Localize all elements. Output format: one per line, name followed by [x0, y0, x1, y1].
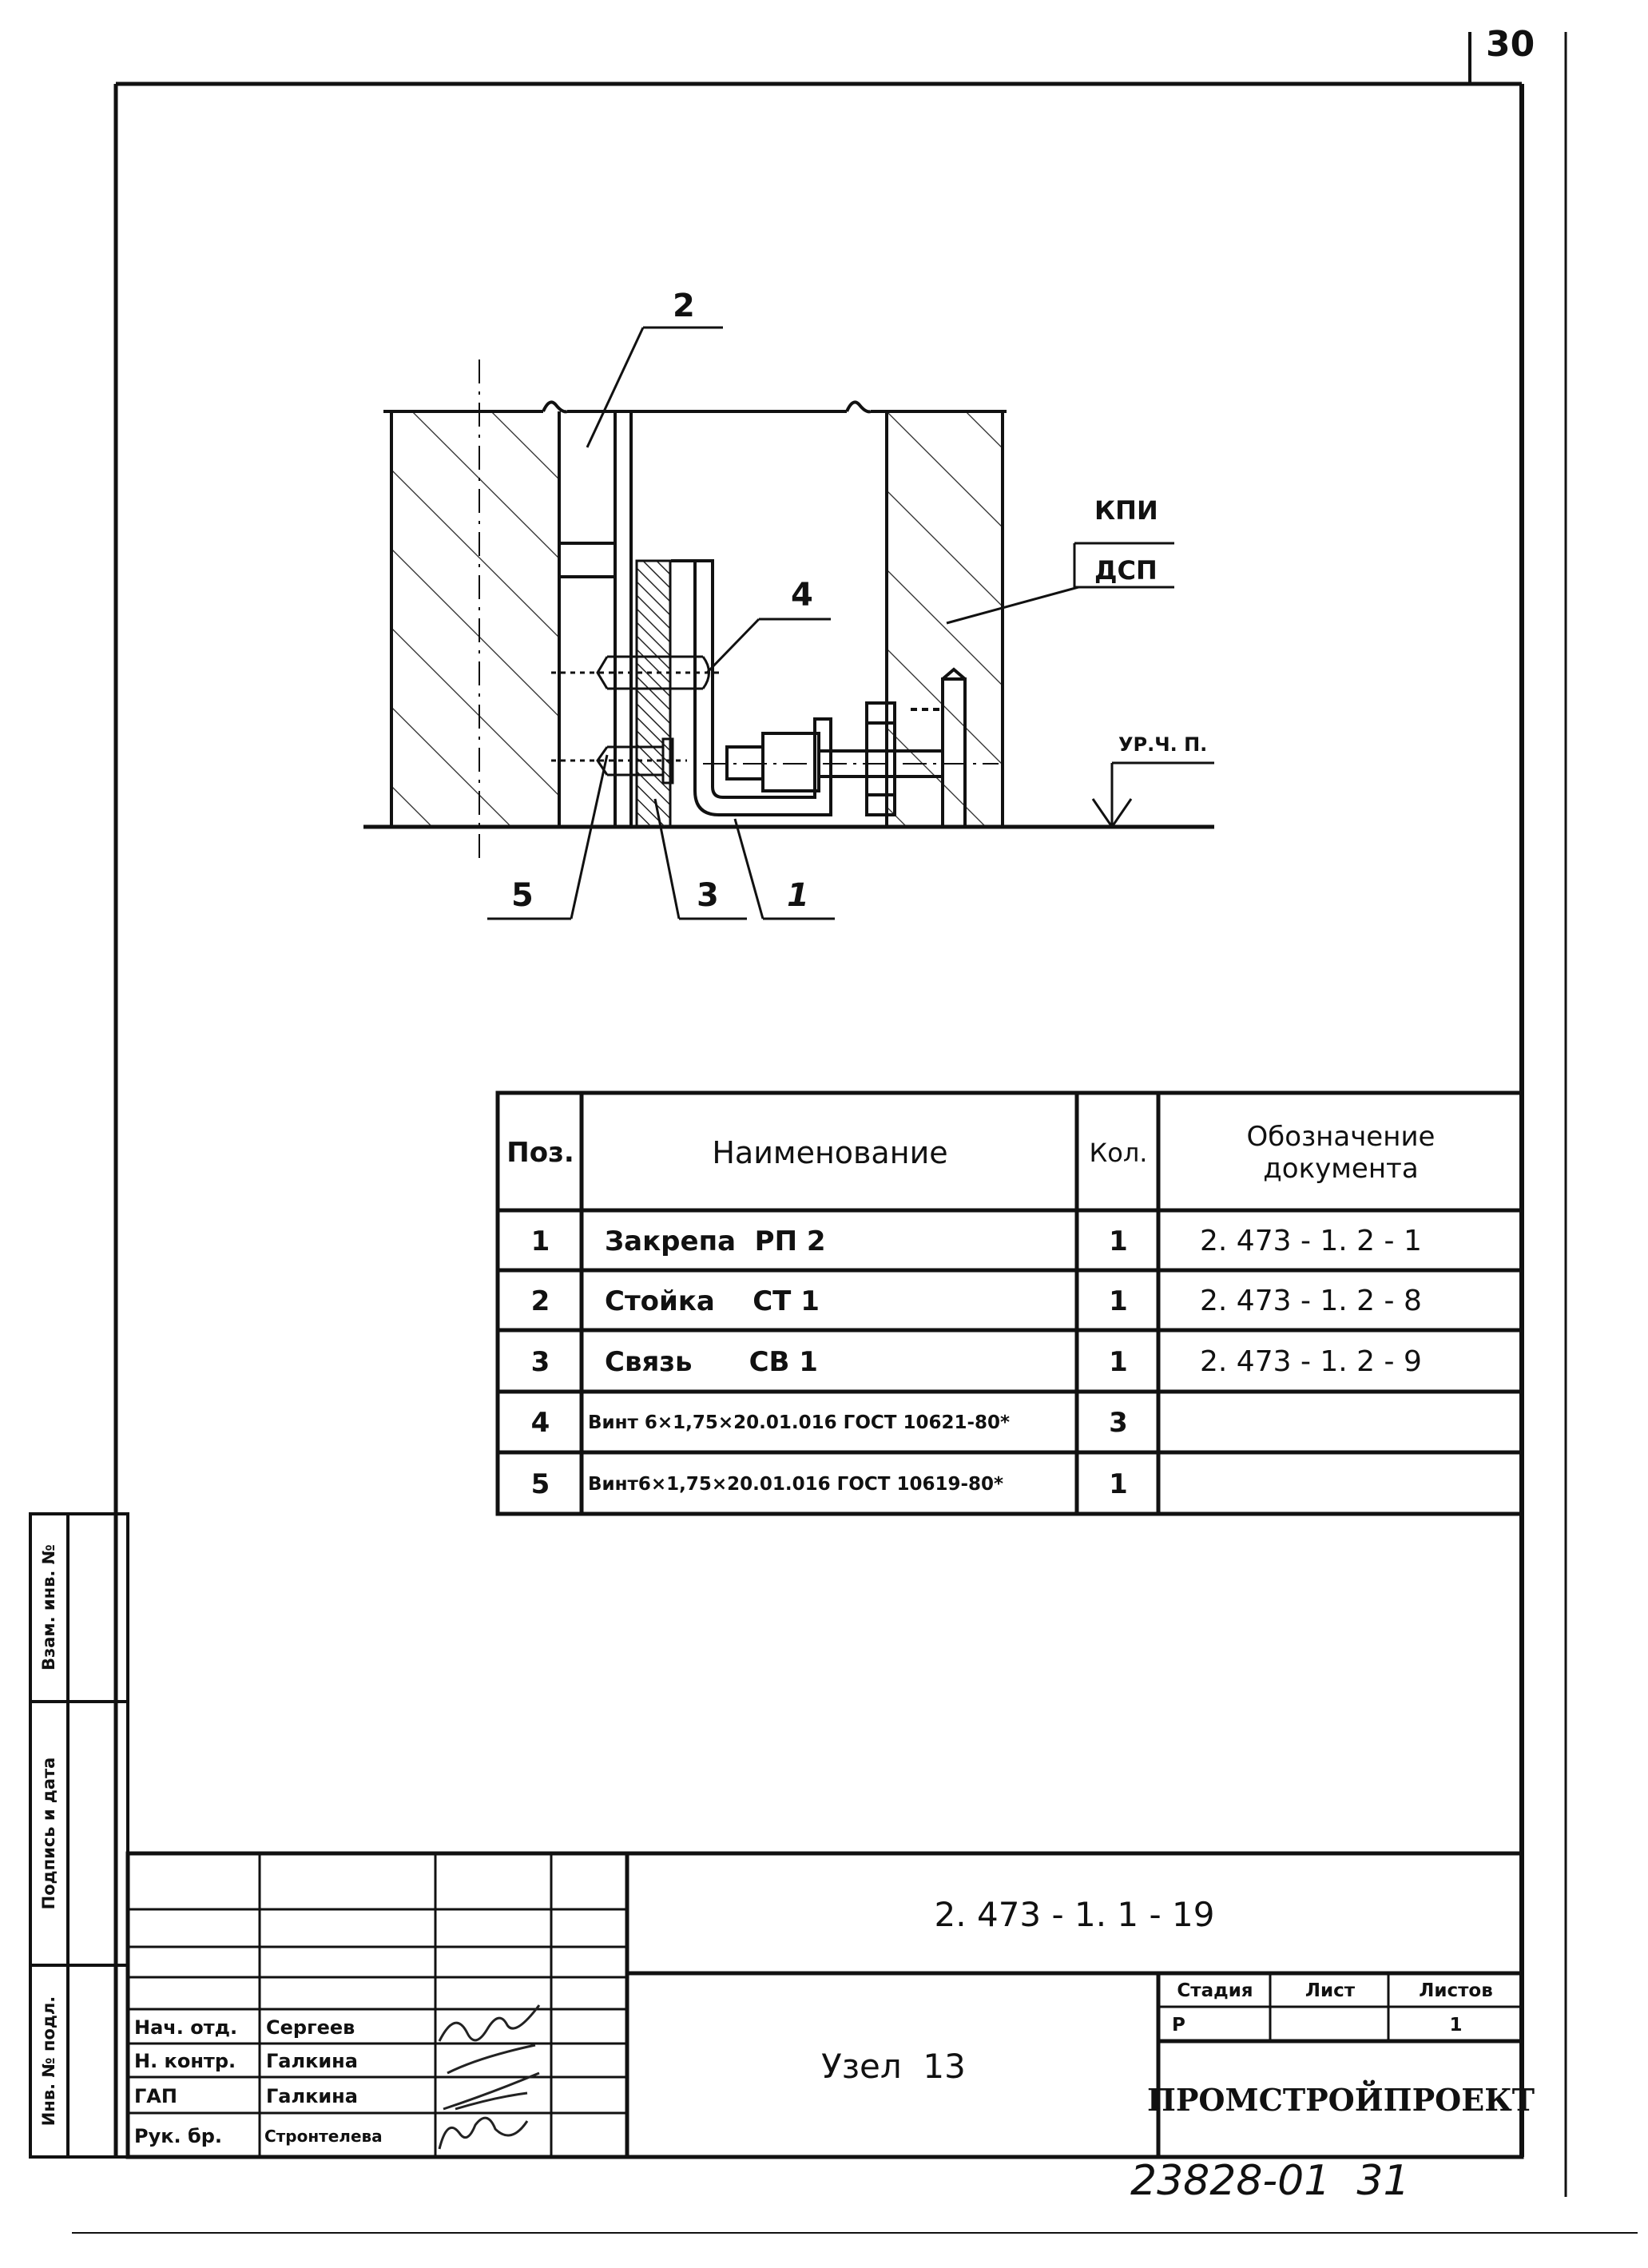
callout-3: 3: [697, 877, 719, 914]
callout-4: 4: [791, 577, 813, 614]
person-head-dept: Сергеев: [266, 2016, 355, 2039]
section-drawing: [363, 326, 1214, 920]
callout-1: 1: [787, 877, 809, 914]
archive-number: 23828-01 31: [1130, 2157, 1410, 2205]
row-2-pos: 2: [530, 1285, 550, 1317]
header-name: Наименование: [712, 1134, 948, 1170]
sheets-value: 1: [1449, 2014, 1463, 2036]
row-3-pos: 3: [530, 1345, 550, 1378]
title-block-grid: [125, 1851, 1524, 2159]
sheets-label: Листов: [1419, 1980, 1493, 2001]
role-norm-control: Н. контр.: [134, 2050, 236, 2072]
row-5-pos: 5: [530, 1468, 550, 1500]
row-1-pos: 1: [530, 1225, 550, 1257]
spec-table-grid: [495, 1090, 1524, 1516]
callout-kpi: КПИ: [1094, 495, 1158, 526]
header-doc: Обозначение документа: [1160, 1094, 1522, 1210]
side-stamp: [29, 1512, 129, 2159]
row-4-doc: [1190, 1393, 1519, 1452]
person-team-lead: Стронтелева: [264, 2126, 383, 2146]
row-5-doc: [1190, 1454, 1519, 1514]
side-label-inv: Инв. № подл.: [39, 1996, 58, 2127]
side-label-podpis: Подпись и дата: [39, 1757, 58, 1910]
header-doc-line1: Обозначение: [1246, 1120, 1436, 1153]
row-2-doc: 2. 473 - 1. 2 - 8: [1200, 1285, 1422, 1317]
callout-dsp: ДСП: [1094, 555, 1158, 586]
stage-value: Р: [1172, 2014, 1185, 2036]
sheet-label: Лист: [1305, 1980, 1356, 2001]
row-1-name: Закрепа РП 2: [605, 1225, 826, 1257]
role-gap: ГАП: [134, 2084, 177, 2107]
callout-level: УР.Ч. П.: [1118, 733, 1208, 756]
person-norm-control: Галкина: [266, 2050, 358, 2072]
row-3-name: Связь СВ 1: [605, 1345, 818, 1378]
row-5-name: Винт6×1,75×20.01.016 ГОСТ 10619-80*: [588, 1473, 1004, 1495]
stage-label: Стадия: [1177, 1980, 1253, 2001]
person-gap: Галкина: [266, 2084, 358, 2107]
row-1-doc: 2. 473 - 1. 2 - 1: [1200, 1225, 1422, 1257]
row-2-qty: 1: [1109, 1285, 1128, 1317]
role-head-dept: Нач. отд.: [134, 2016, 238, 2039]
row-4-name: Винт 6×1,75×20.01.016 ГОСТ 10621-80*: [588, 1412, 1011, 1433]
header-qty: Кол.: [1089, 1137, 1148, 1168]
document-code: 2. 473 - 1. 1 - 19: [934, 1894, 1215, 1934]
side-label-vzam: Взам. инв. №: [39, 1544, 58, 1670]
row-1-qty: 1: [1109, 1225, 1128, 1257]
row-4-qty: 3: [1109, 1407, 1128, 1439]
sheet-number: 30: [1486, 24, 1535, 65]
header-doc-line2: документа: [1263, 1152, 1419, 1185]
row-5-qty: 1: [1109, 1468, 1128, 1500]
callout-5: 5: [511, 877, 534, 914]
signatures: [438, 2004, 541, 2150]
organization-name: ПРОМСТРОЙПРОЕКТ: [1146, 2082, 1535, 2118]
document-title: Узел 13: [821, 2046, 966, 2086]
row-4-pos: 4: [530, 1407, 550, 1439]
row-3-doc: 2. 473 - 1. 2 - 9: [1200, 1345, 1422, 1378]
callout-2: 2: [673, 288, 695, 324]
row-2-name: Стойка СТ 1: [605, 1285, 820, 1317]
role-team-lead: Рук. бр.: [134, 2124, 223, 2147]
row-3-qty: 1: [1109, 1345, 1128, 1378]
header-pos: Поз.: [506, 1136, 574, 1169]
sheet-value: [1272, 2008, 1388, 2041]
